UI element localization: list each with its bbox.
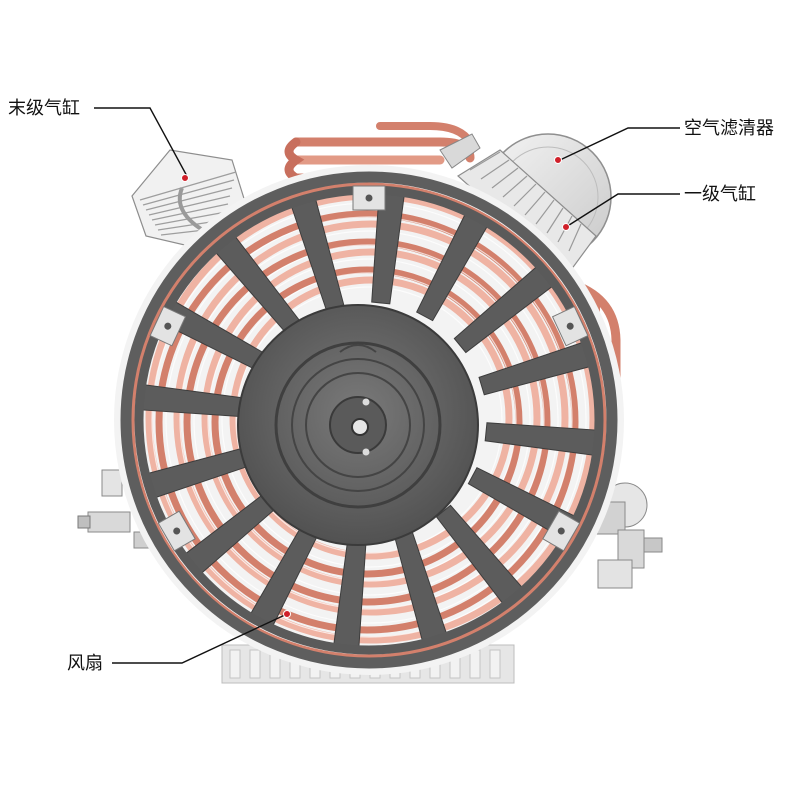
coil-ring xyxy=(173,220,569,616)
coil-highlight xyxy=(235,286,503,554)
bracket-bolt xyxy=(173,527,181,535)
label-air-filter: 空气滤清器 xyxy=(684,118,774,139)
leader-air-filter xyxy=(554,127,680,164)
base-fin xyxy=(489,649,501,679)
bracket-bolt xyxy=(557,527,565,535)
coil-ring xyxy=(229,276,513,560)
first-cylinder-fin xyxy=(502,175,528,198)
leader-first-cylinder xyxy=(562,193,680,231)
first-cylinder-fin xyxy=(568,223,582,252)
leader-fan xyxy=(112,610,291,664)
rim-bracket xyxy=(157,510,196,552)
coil-highlight xyxy=(165,216,573,624)
first-cylinder-fin xyxy=(513,183,537,207)
cylinder-fin xyxy=(151,203,229,221)
bracket-bolt xyxy=(164,322,172,330)
rim-bracket xyxy=(352,185,386,211)
coil-highlight xyxy=(193,244,545,596)
coil-highlight xyxy=(179,230,559,610)
marker-fan xyxy=(283,610,291,618)
first-cylinder-fin xyxy=(546,207,564,234)
label-fan: 风扇 xyxy=(67,653,103,674)
cylinder-fin xyxy=(145,187,233,211)
coil-highlight xyxy=(221,272,517,568)
cylinder-fin xyxy=(139,171,237,201)
cylinder-fin xyxy=(148,195,231,216)
coil-ring xyxy=(155,210,579,634)
coil-ring xyxy=(183,238,551,606)
rim-bracket xyxy=(149,305,187,347)
first-cylinder-fin xyxy=(524,191,546,216)
rim-bracket xyxy=(551,305,589,347)
base-fin xyxy=(249,649,261,679)
first-cylinder-fin xyxy=(535,199,555,225)
bracket-bolt xyxy=(566,322,574,330)
bracket-bolt xyxy=(365,194,373,202)
first-cylinder-fin xyxy=(469,151,501,171)
cylinder-fin xyxy=(142,179,235,206)
coil-highlight xyxy=(207,258,531,582)
fan-assembly xyxy=(114,165,624,675)
coil-ring xyxy=(201,248,541,588)
rim-bracket xyxy=(542,510,581,552)
fan-spokes xyxy=(136,187,602,653)
coil-ring xyxy=(211,266,523,578)
first-cylinder-fin xyxy=(480,159,510,180)
marker-final-cylinder xyxy=(181,174,189,182)
fan-hub xyxy=(237,304,479,546)
leader-final-cylinder xyxy=(94,107,189,182)
marker-air-filter xyxy=(554,156,562,164)
base-fin xyxy=(469,649,481,679)
rim-brackets xyxy=(149,185,589,552)
label-final-cylinder: 末级气缸 xyxy=(8,97,80,119)
first-cylinder-fin xyxy=(491,167,519,189)
base-fin xyxy=(229,649,241,679)
marker-first-cylinder xyxy=(562,223,570,231)
label-first-cylinder: 一级气缸 xyxy=(684,183,756,205)
